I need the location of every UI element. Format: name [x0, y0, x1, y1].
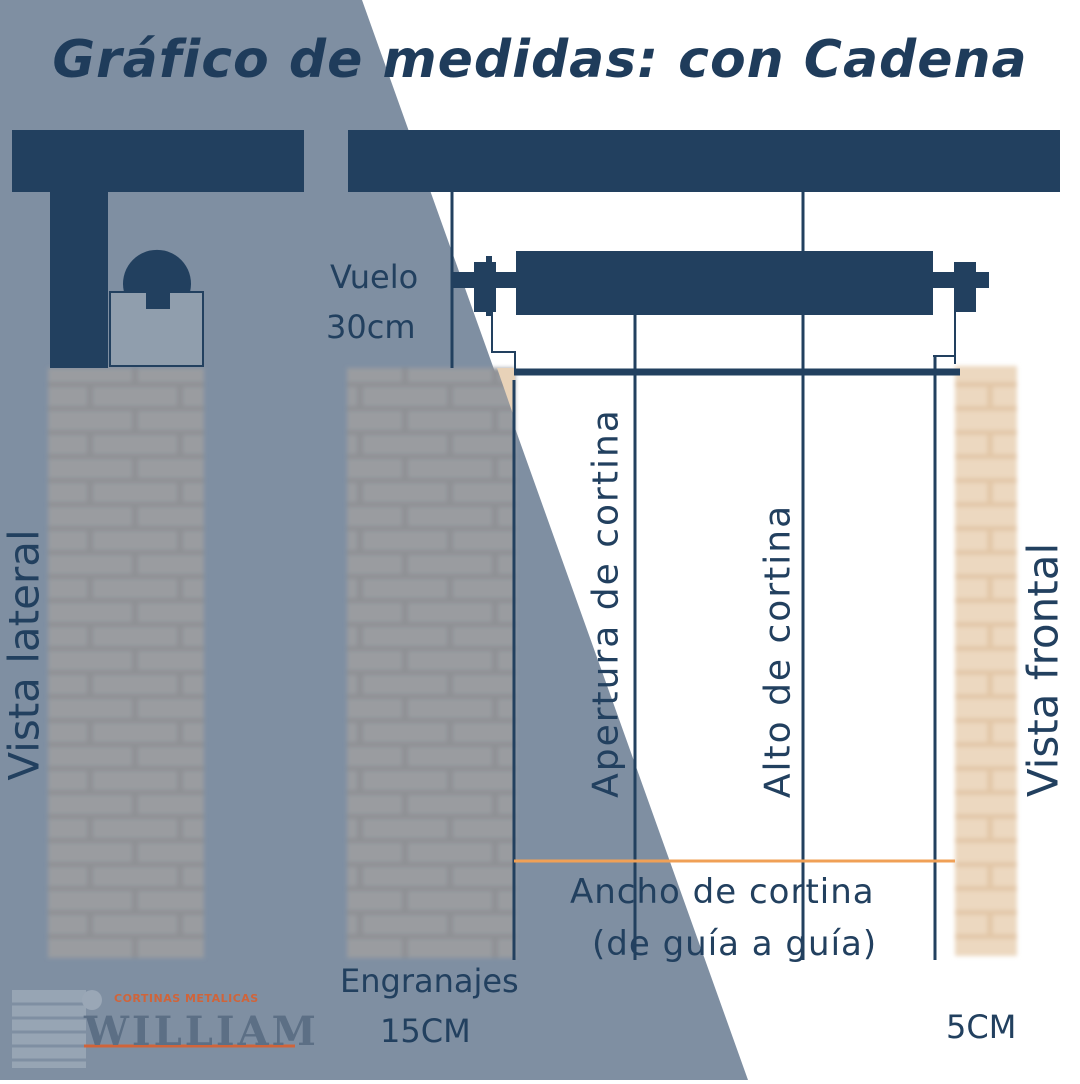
- left-tick: [491, 312, 516, 372]
- right-tick: [933, 312, 956, 364]
- frontal-left-wall: [347, 368, 515, 958]
- logo-tagline: CORTINAS METALICAS: [114, 992, 259, 1005]
- frontal-right-wall: [955, 366, 1017, 956]
- lateral-wall: [48, 368, 204, 958]
- lateral-beam-top: [12, 130, 304, 192]
- left-bracket-plate: [474, 262, 496, 312]
- lateral-beam-post: [50, 192, 108, 368]
- page-title: Gráfico de medidas: con Cadena: [52, 30, 1028, 90]
- vista-frontal-label: Vista frontal: [1018, 542, 1068, 798]
- apertura-label: Apertura de cortina: [585, 408, 627, 798]
- vuelo-label: Vuelo: [330, 258, 419, 296]
- vuelo-value: 30cm: [326, 308, 416, 346]
- vista-lateral-label: Vista lateral: [0, 529, 49, 781]
- right-bracket-plate: [954, 262, 976, 312]
- lateral-motor: [122, 249, 191, 292]
- engranajes-label: Engranajes: [340, 962, 519, 1000]
- ancho-label: Ancho de cortina: [570, 872, 875, 912]
- frontal-left-wall-beige: [497, 368, 515, 420]
- lateral-box-tab: [146, 292, 170, 309]
- ancho-sublabel: (de guía a guía): [592, 924, 878, 964]
- right-value: 5CM: [946, 1008, 1017, 1046]
- engranajes-value: 15CM: [380, 1012, 471, 1050]
- alto-label: Alto de cortina: [757, 503, 799, 799]
- left-bracket-flange: [486, 256, 492, 316]
- frontal-beam: [348, 130, 1060, 192]
- roller-tube: [516, 251, 933, 315]
- logo-wordmark: WILLIAM: [84, 1008, 319, 1055]
- logo-shutter-icon: [12, 990, 295, 1068]
